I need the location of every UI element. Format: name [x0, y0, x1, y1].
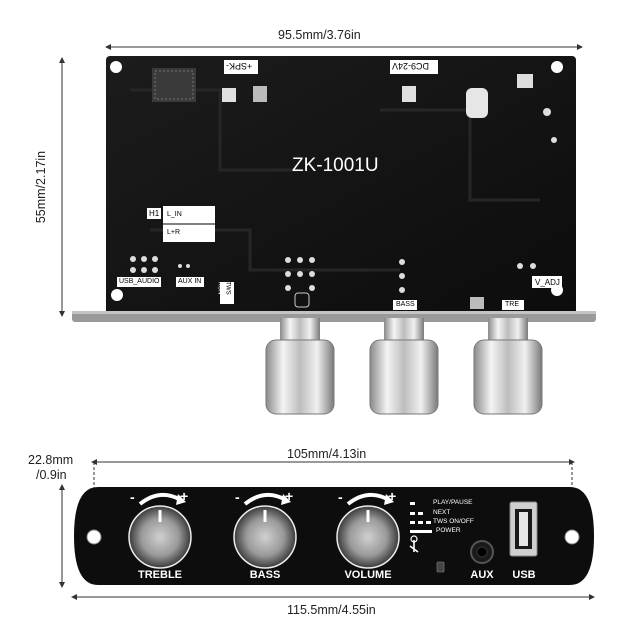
usb-audio-label: USB_AUDIO — [119, 278, 160, 285]
aux-jack[interactable] — [470, 540, 494, 564]
plus-sign: + — [180, 488, 189, 504]
vadj-label: V_ADJ — [535, 278, 560, 287]
legend-next: NEXT — [433, 509, 451, 516]
rotation-arrow-icon — [346, 492, 394, 506]
minus-sign: - — [235, 489, 240, 505]
button-legend-marks — [410, 502, 432, 533]
touch-icon[interactable] — [409, 535, 419, 553]
lin-label: L_IN — [167, 211, 182, 218]
panel-knob-treble[interactable] — [128, 505, 192, 569]
led-indicator — [436, 561, 445, 573]
board-height-label: 55mm/2.17in — [34, 150, 48, 224]
tre-board-label: TRE — [505, 301, 519, 308]
board-width-label: 95.5mm/3.76in — [278, 28, 361, 42]
knob-label-treble: TREBLE — [138, 569, 182, 581]
pcb-board — [106, 56, 576, 316]
power-label: DC9-24V — [392, 61, 430, 71]
h1-label: H1 — [149, 209, 160, 218]
panel-height-in-label: /0.9in — [36, 468, 67, 482]
minus-sign: - — [338, 489, 343, 505]
legend-play-pause: PLAY/PAUSE — [433, 499, 473, 506]
knob-label-bass: BASS — [249, 569, 281, 581]
plus-sign: + — [285, 488, 294, 504]
aux-in-label: AUX IN — [178, 278, 202, 285]
panel-mount-hole-left — [87, 530, 101, 544]
chrome-knob-treble[interactable] — [265, 318, 335, 415]
panel-knob-bass[interactable] — [233, 505, 297, 569]
minus-sign: - — [130, 489, 135, 505]
chrome-knob-bass[interactable] — [369, 318, 439, 415]
usb-label: USB — [512, 569, 536, 581]
legend-power: POWER — [436, 527, 461, 534]
panel-hole-spacing-label: 105mm/4.13in — [287, 447, 367, 461]
panel-height-mm-label: 22.8mm — [28, 453, 74, 467]
run-label: RUN — [216, 281, 223, 295]
bass-board-label: BASS — [396, 301, 415, 308]
panel-knob-volume[interactable] — [336, 505, 400, 569]
knob-label-volume: VOLUME — [344, 569, 392, 581]
usb-port[interactable] — [509, 501, 538, 557]
lr-label: L+R — [167, 229, 181, 236]
aux-label: AUX — [470, 569, 494, 581]
panel-width-label: 115.5mm/4.55in — [287, 603, 376, 617]
chrome-knob-volume[interactable] — [473, 318, 543, 415]
legend-tws: TWS ON/OFF — [433, 518, 474, 525]
front-panel — [74, 487, 594, 585]
plus-sign: + — [388, 488, 397, 504]
rotation-arrow-icon — [138, 492, 186, 506]
tws-label: TWS — [224, 281, 231, 295]
panel-mount-hole-right — [565, 530, 579, 544]
rotation-arrow-icon — [243, 492, 291, 506]
speaker-label: +SPK- — [226, 61, 253, 71]
board-model-label: ZK-1001U — [292, 155, 379, 176]
